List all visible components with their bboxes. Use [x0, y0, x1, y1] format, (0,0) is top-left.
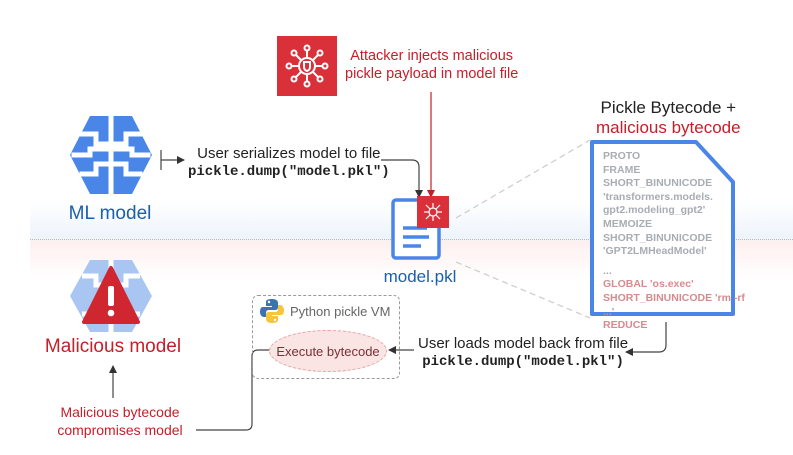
compromise-line-1: Malicious bytecode: [60, 404, 180, 420]
serialize-code: pickle.dump("model.pkl"): [188, 164, 390, 180]
arrow-serialize-to-file: [381, 159, 423, 198]
bytecode-line: 'transformers.models.: [603, 190, 713, 203]
serialize-text: User serializes model to file: [197, 145, 381, 162]
ml-model-label: ML model: [68, 203, 152, 224]
bytecode-ellipsis: ...: [603, 264, 612, 277]
malicious-model-label: Malicious model: [44, 336, 182, 357]
malicious-bytecode-line: GLOBAL 'os.exec': [603, 278, 694, 291]
serialize-caption: User serializes model to file pickle.dum…: [188, 145, 390, 181]
attacker-caption: Attacker injects malicious pickle payloa…: [345, 47, 518, 83]
bytecode-line: gpt2.modeling_gpt2': [603, 204, 706, 217]
bytecode-line: SHORT_BINUNICODE: [603, 177, 713, 190]
bytecode-title: Pickle Bytecode + malicious bytecode: [596, 98, 741, 138]
load-text: User loads model back from file: [418, 335, 629, 352]
bytecode-line: MEMOIZE: [603, 217, 652, 230]
load-code: pickle.dump("model.pkl"): [422, 354, 624, 370]
bytecode-line: FRAME: [603, 163, 641, 176]
compromise-caption: Malicious bytecode compromises model: [50, 403, 190, 439]
python-vm-label: Python pickle VM: [290, 304, 391, 319]
execute-bytecode-node: Execute bytecode: [269, 330, 387, 372]
attacker-line-2: pickle payload in model file: [345, 66, 519, 82]
zoom-line-bottom: [455, 261, 591, 319]
bytecode-line: SHORT_BINUNICODE: [603, 231, 713, 244]
bytecode-title-line-1: Pickle Bytecode +: [600, 98, 737, 117]
malicious-bytecode-line: SHORT_BINUNICODE 'rm -rf: [603, 291, 745, 304]
compromise-line-2: compromises model: [57, 422, 183, 438]
arrow-execute-to-compromise: [196, 349, 272, 431]
arrow-bytecode-to-load: [625, 322, 667, 356]
zoom-line-top: [455, 139, 591, 219]
attacker-line-1: Attacker injects malicious: [350, 48, 514, 64]
bytecode-line: PROTO: [603, 150, 641, 162]
bytecode-title-line-2: malicious bytecode: [596, 118, 741, 137]
bytecode-document: [590, 140, 735, 316]
attacker-icon-box: [277, 36, 337, 96]
malicious-bytecode-line: REDUCE: [603, 319, 648, 332]
warning-brain-icon: [68, 256, 154, 336]
execute-bytecode-label: Execute bytecode: [276, 343, 380, 359]
bytecode-listing: PROTO FRAME SHORT_BINUNICODE 'transforme…: [603, 150, 745, 333]
model-file-label: model.pkl: [383, 267, 457, 286]
document-icon: [391, 196, 453, 267]
arrow-ml-to-serialize: [160, 150, 185, 170]
brain-icon: [68, 112, 154, 198]
load-caption: User loads model back from file pickle.d…: [418, 335, 628, 371]
network-shield-icon: [285, 44, 329, 88]
bytecode-line: 'GPT2LMHeadModel': [603, 245, 707, 258]
python-vm-box: [252, 295, 400, 379]
malicious-bytecode-line: ...': [603, 305, 615, 318]
python-logo-icon: [259, 298, 285, 329]
